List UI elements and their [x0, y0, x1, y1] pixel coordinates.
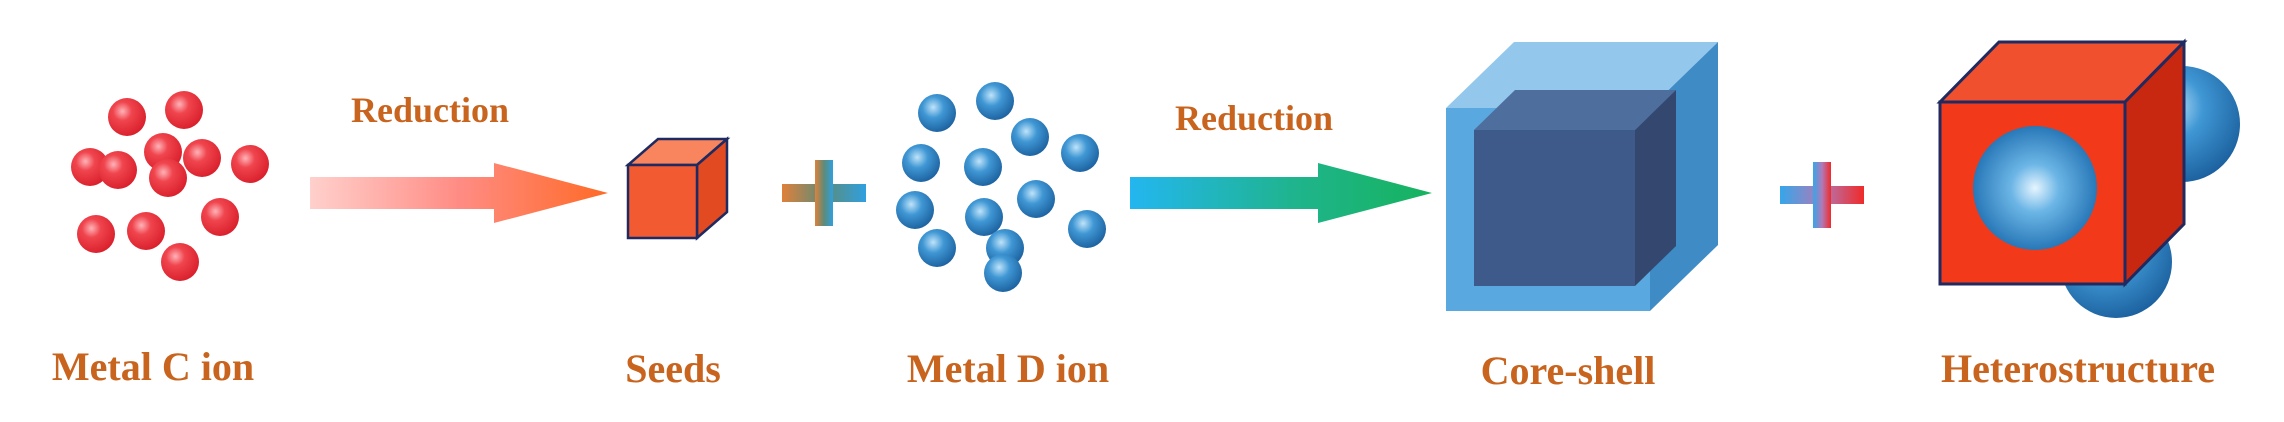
metal-d-ion — [1011, 118, 1049, 156]
plus-sign-1 — [782, 160, 866, 226]
metal-c-ion — [231, 145, 269, 183]
reduction-arrow-2 — [1130, 163, 1432, 223]
metal-d-ion — [896, 191, 934, 229]
seeds-label: Seeds — [625, 346, 721, 391]
metal-d-ion-label: Metal D ion — [907, 346, 1109, 391]
metal-d-ion — [1068, 210, 1106, 248]
metal-c-ion — [183, 139, 221, 177]
metal-c-ion — [161, 243, 199, 281]
metal-c-ion — [77, 215, 115, 253]
metal-c-ion — [71, 148, 109, 186]
core-shell-cube — [1446, 42, 1718, 311]
metal-d-ion — [1061, 134, 1099, 172]
metal-d-ion — [964, 148, 1002, 186]
metal-c-ion — [108, 98, 146, 136]
metal-d-ion — [965, 198, 1003, 236]
metal-c-ion — [99, 151, 137, 189]
reduction-label-2: Reduction — [1175, 98, 1333, 138]
metal-c-ion — [149, 159, 187, 197]
metal-c-ion — [201, 198, 239, 236]
seed-cube — [624, 136, 731, 241]
plus-sign-2 — [1780, 162, 1864, 228]
metal-d-ion — [918, 229, 956, 267]
metal-d-ion — [902, 144, 940, 182]
metal-d-ion — [984, 254, 1022, 292]
metal-c-ion-label: Metal C ion — [52, 344, 254, 389]
metal-d-ion — [918, 94, 956, 132]
metal-d-ion-cluster — [896, 82, 1106, 292]
heterostructure-cube — [1936, 38, 2240, 318]
surface-blue-sphere — [1973, 126, 2097, 250]
metal-d-ion — [976, 82, 1014, 120]
reduction-arrow-1 — [310, 163, 608, 223]
core-shell-label: Core-shell — [1481, 348, 1656, 393]
metal-c-ion — [127, 212, 165, 250]
heterostructure-label: Heterostructure — [1941, 346, 2215, 391]
metal-c-ion-cluster — [71, 91, 269, 281]
metal-d-ion — [1017, 180, 1055, 218]
reduction-label-1: Reduction — [351, 90, 509, 130]
metal-c-ion — [165, 91, 203, 129]
